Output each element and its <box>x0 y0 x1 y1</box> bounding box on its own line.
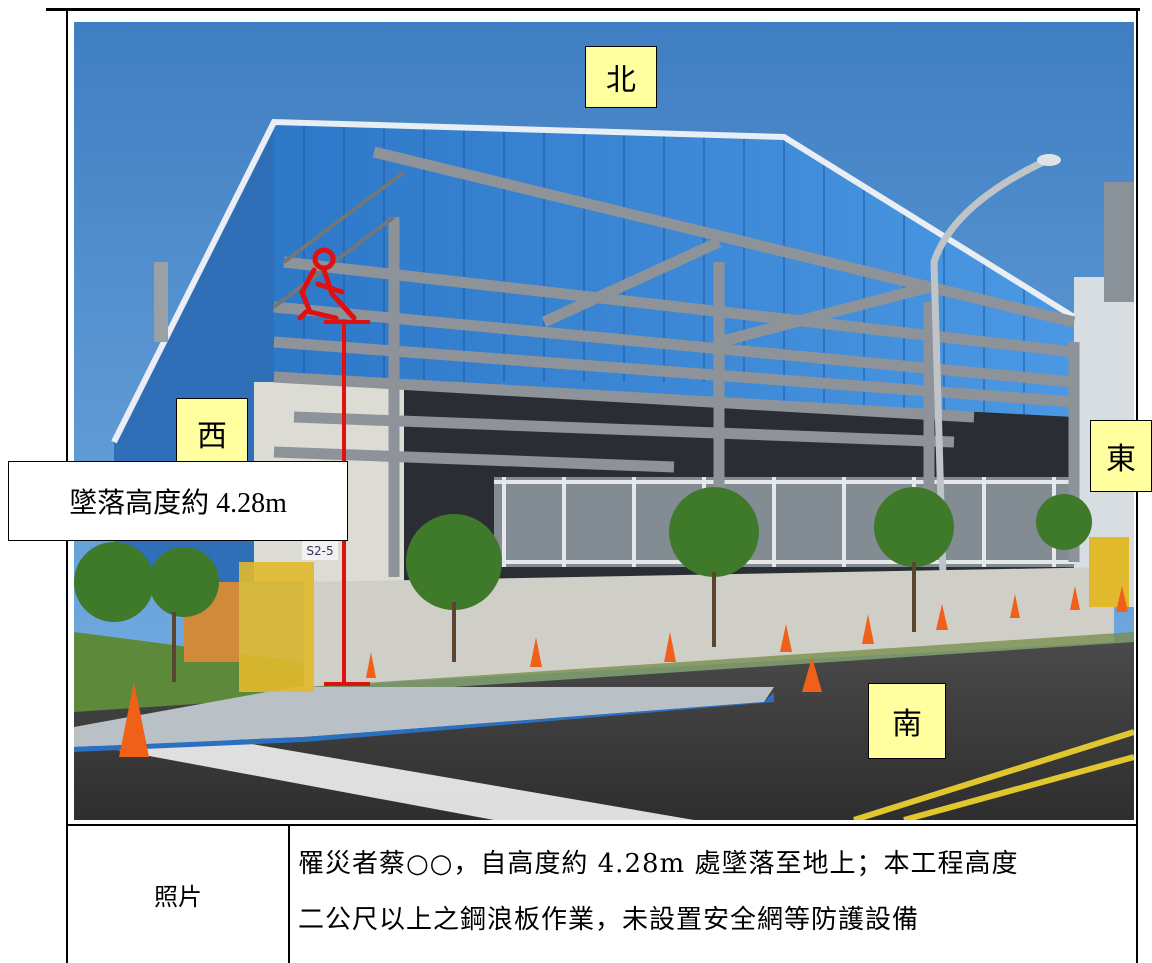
fall-height-label: 墜落高度約 4.28m <box>8 461 348 541</box>
concrete-wall <box>304 567 1114 687</box>
label-east: 東 <box>1090 420 1152 492</box>
label-south: 南 <box>868 683 946 759</box>
caption-line-2: 二公尺以上之鋼浪板作業，未設置安全網等防護設備 <box>298 905 920 935</box>
sign-code: S2-5 <box>306 544 333 558</box>
traffic-cones <box>119 586 1128 757</box>
caption-description: 罹災者蔡○○，自高度約 4.28m 處墜落至地上；本工程高度 二公尺以上之鋼浪板… <box>298 836 1128 948</box>
street-light <box>930 153 1056 613</box>
steel-sheets <box>74 687 774 747</box>
caption-line-1: 罹災者蔡○○，自高度約 4.28m 處墜落至地上；本工程高度 <box>298 849 1019 879</box>
caption-row-border <box>66 824 1138 826</box>
label-north: 北 <box>585 46 657 108</box>
caption-label: 照片 <box>154 883 202 911</box>
label-west: 西 <box>176 398 248 468</box>
caption-column-divider <box>288 824 290 963</box>
top-border <box>46 8 1140 11</box>
falling-worker-icon <box>297 247 357 321</box>
